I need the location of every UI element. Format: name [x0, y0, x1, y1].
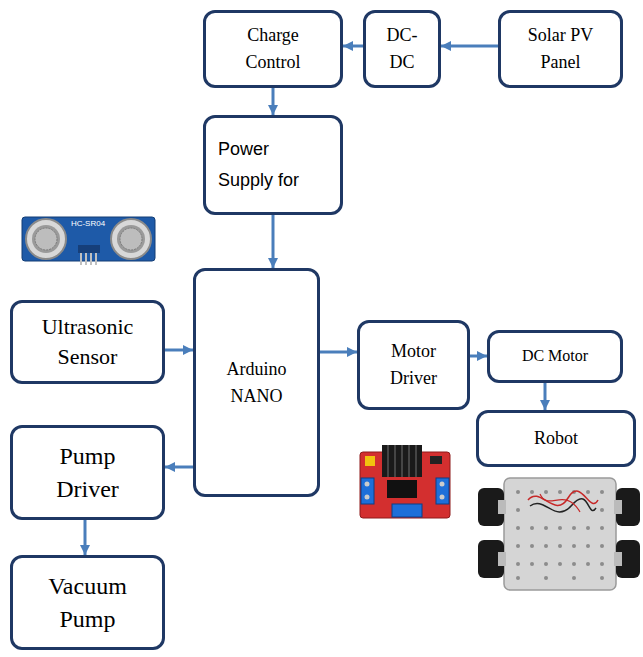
process-box: Pump Driver	[10, 425, 165, 520]
arrow-connector	[441, 45, 498, 48]
process-box: Solar PV Panel	[498, 10, 623, 88]
process-box: Power Supply for	[203, 115, 343, 215]
box-text: Charge Control	[246, 22, 301, 76]
box-text: DC Motor	[522, 346, 588, 367]
box-text: Arduino NANO	[227, 356, 287, 410]
box-text: Solar PV Panel	[516, 22, 606, 76]
arrow-connector	[165, 349, 193, 352]
motor-driver-picture	[360, 445, 450, 518]
process-box: DC- DC	[363, 10, 441, 88]
process-box: Robot	[476, 410, 636, 467]
process-box: Motor Driver	[357, 320, 470, 410]
arrow-connector	[84, 520, 87, 555]
box-text: Motor Driver	[390, 338, 437, 392]
box-text: Pump Driver	[56, 440, 119, 505]
box-text: Ultrasonic Sensor	[42, 312, 134, 371]
process-box: Charge Control	[203, 10, 343, 88]
arrow-connector	[272, 88, 275, 115]
box-text: DC- DC	[387, 22, 418, 76]
box-text: Vacuum Pump	[48, 570, 127, 635]
arrow-connector	[165, 466, 193, 469]
arrow-connector	[320, 351, 357, 354]
process-box: Vacuum Pump	[10, 555, 165, 650]
process-box: Ultrasonic Sensor	[10, 300, 165, 384]
arrow-connector	[544, 383, 547, 410]
part-label: HC-SR04	[68, 219, 108, 228]
process-box: DC Motor	[487, 330, 623, 383]
box-text: Robot	[534, 427, 578, 450]
arrow-connector	[343, 45, 363, 48]
robot-chassis-picture	[478, 478, 640, 590]
arrow-connector	[272, 215, 275, 268]
arrow-connector	[470, 355, 487, 358]
process-box: Arduino NANO	[193, 268, 320, 497]
box-text: Power Supply for	[218, 134, 318, 197]
ultrasonic-sensor-picture	[22, 217, 155, 265]
